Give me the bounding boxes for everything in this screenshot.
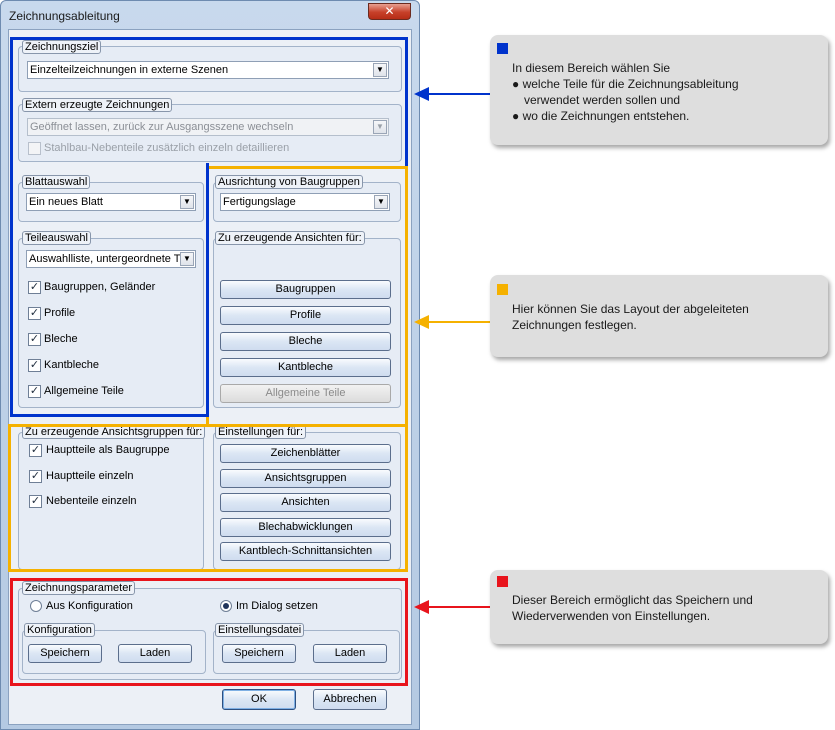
legend-blattauswahl: Blattauswahl (22, 175, 91, 189)
legend-einstellungen: Einstellungen für: (215, 425, 306, 439)
radio-selected-dot (223, 603, 229, 609)
cancel-button[interactable]: Abbrechen (313, 689, 387, 710)
red-square-icon (497, 576, 508, 587)
arrow-left-icon (414, 600, 429, 614)
window-title: Zeichnungsableitung (9, 9, 120, 23)
extern-combo[interactable]: Geöffnet lassen, zurück zur Ausgangsszen… (27, 118, 389, 136)
einstellungen-button-zeichenblaetter[interactable]: Zeichenblätter (220, 444, 391, 463)
nebenteile-checkbox[interactable] (28, 142, 41, 155)
chevron-down-icon: ▼ (374, 195, 388, 209)
ansichten-button-profile[interactable]: Profile (220, 306, 391, 325)
teile-label-allgemein: Allgemeine Teile (44, 385, 124, 397)
einstellungen-button-ansichtsgruppen[interactable]: Ansichtsgruppen (220, 469, 391, 488)
legend-extern: Extern erzeugte Zeichnungen (22, 98, 173, 112)
konfiguration-save-button[interactable]: Speichern (28, 644, 102, 663)
ok-button[interactable]: OK (222, 689, 296, 710)
callout-blue-line-2: ● welche Teile für die Zeichnungsableitu… (512, 77, 739, 91)
gruppen-checkbox-hauptteile-baugruppe[interactable]: ✓ (29, 444, 42, 457)
einstellungsdatei-load-button[interactable]: Laden (313, 644, 387, 663)
legend-ansichtsgruppen: Zu erzeugende Ansichtsgruppen für: (22, 425, 206, 439)
callout-orange (490, 275, 828, 357)
extern-value: Geöffnet lassen, zurück zur Ausgangsszen… (30, 121, 294, 133)
einstellungen-button-blechabwicklungen[interactable]: Blechabwicklungen (220, 518, 391, 537)
legend-zeichnungsziel: Zeichnungsziel (22, 40, 102, 54)
chevron-down-icon: ▼ (373, 63, 387, 77)
callout-blue-line-4: ● wo die Zeichnungen entstehen. (512, 109, 690, 123)
legend-konfiguration: Konfiguration (24, 623, 95, 637)
arrow-left-icon (414, 87, 429, 101)
callout-red-line-1: Dieser Bereich ermöglicht das Speichern … (512, 593, 753, 607)
teile-checkbox-allgemein[interactable]: ✓ (28, 385, 41, 398)
ansichten-button-kantbleche[interactable]: Kantbleche (220, 358, 391, 377)
chevron-down-icon: ▼ (373, 120, 387, 134)
legend-ausrichtung: Ausrichtung von Baugruppen (215, 175, 363, 189)
close-icon: ✕ (384, 4, 395, 18)
arrow-left-icon (414, 315, 429, 329)
einstellungen-button-kantblech-schnitt[interactable]: Kantblech-Schnittansichten (220, 542, 391, 561)
callout-orange-line-2: Zeichnungen festlegen. (512, 318, 637, 332)
zeichnungsziel-combo[interactable]: Einzelteilzeichnungen in externe Szenen … (27, 61, 389, 79)
arrow-line-orange (428, 321, 490, 323)
teile-checkbox-kantbleche[interactable]: ✓ (28, 359, 41, 372)
callout-red (490, 570, 828, 644)
ansichten-button-baugruppen[interactable]: Baugruppen (220, 280, 391, 299)
nebenteile-label: Stahlbau-Nebenteile zusätzlich einzeln d… (44, 142, 290, 154)
callout-orange-line-1: Hier können Sie das Layout der abgeleite… (512, 302, 749, 316)
teile-label-profile: Profile (44, 307, 76, 319)
teile-label-baugruppen: Baugruppen, Geländer (44, 281, 156, 293)
callout-red-line-2: Wiederverwenden von Einstellungen. (512, 609, 711, 623)
konfiguration-load-button[interactable]: Laden (118, 644, 192, 663)
callout-blue-line-1: In diesem Bereich wählen Sie (512, 61, 671, 75)
radio-im-dialog-setzen[interactable] (220, 600, 232, 612)
ansichten-button-allgemein[interactable]: Allgemeine Teile (220, 384, 391, 403)
gruppen-label-hauptteile-einzeln: Hauptteile einzeln (46, 470, 134, 482)
legend-zeichnungsparameter: Zeichnungsparameter (22, 581, 136, 595)
teile-label-kantbleche: Kantbleche (44, 359, 100, 371)
legend-einstellungsdatei: Einstellungsdatei (215, 623, 305, 637)
ansichten-button-bleche[interactable]: Bleche (220, 332, 391, 351)
gruppen-label-hauptteile-baugruppe: Hauptteile als Baugruppe (46, 444, 170, 456)
group-ansichtsgruppen (18, 432, 204, 570)
einstellungsdatei-save-button[interactable]: Speichern (222, 644, 296, 663)
teile-checkbox-baugruppen[interactable]: ✓ (28, 281, 41, 294)
blattauswahl-combo[interactable]: Ein neues Blatt ▼ (26, 193, 196, 211)
legend-ansichten: Zu erzeugende Ansichten für: (215, 231, 365, 245)
gruppen-checkbox-nebenteile[interactable]: ✓ (29, 495, 42, 508)
teile-checkbox-profile[interactable]: ✓ (28, 307, 41, 320)
chevron-down-icon: ▼ (180, 252, 194, 266)
blattauswahl-value: Ein neues Blatt (29, 196, 103, 208)
callout-blue-line-3: verwendet werden sollen und (524, 93, 681, 107)
zeichnungsziel-value: Einzelteilzeichnungen in externe Szenen (30, 64, 229, 76)
teile-label-bleche: Bleche (44, 333, 78, 345)
arrow-line-blue (428, 93, 490, 95)
ausrichtung-combo[interactable]: Fertigungslage ▼ (220, 193, 390, 211)
close-button[interactable]: ✕ (368, 3, 411, 20)
legend-teileauswahl: Teileauswahl (22, 231, 91, 245)
ausrichtung-value: Fertigungslage (223, 196, 296, 208)
teileauswahl-value: Auswahlliste, untergeordnete T (29, 253, 181, 265)
teile-checkbox-bleche[interactable]: ✓ (28, 333, 41, 346)
radio-label-im-dialog-setzen: Im Dialog setzen (236, 600, 318, 612)
chevron-down-icon: ▼ (180, 195, 194, 209)
radio-label-aus-konfiguration: Aus Konfiguration (46, 600, 133, 612)
radio-aus-konfiguration[interactable] (30, 600, 42, 612)
blue-square-icon (497, 43, 508, 54)
callout-blue (490, 35, 828, 145)
teileauswahl-combo[interactable]: Auswahlliste, untergeordnete T ▼ (26, 250, 196, 268)
gruppen-checkbox-hauptteile-einzeln[interactable]: ✓ (29, 470, 42, 483)
arrow-line-red (428, 606, 490, 608)
orange-square-icon (497, 284, 508, 295)
gruppen-label-nebenteile: Nebenteile einzeln (46, 495, 137, 507)
einstellungen-button-ansichten[interactable]: Ansichten (220, 493, 391, 512)
